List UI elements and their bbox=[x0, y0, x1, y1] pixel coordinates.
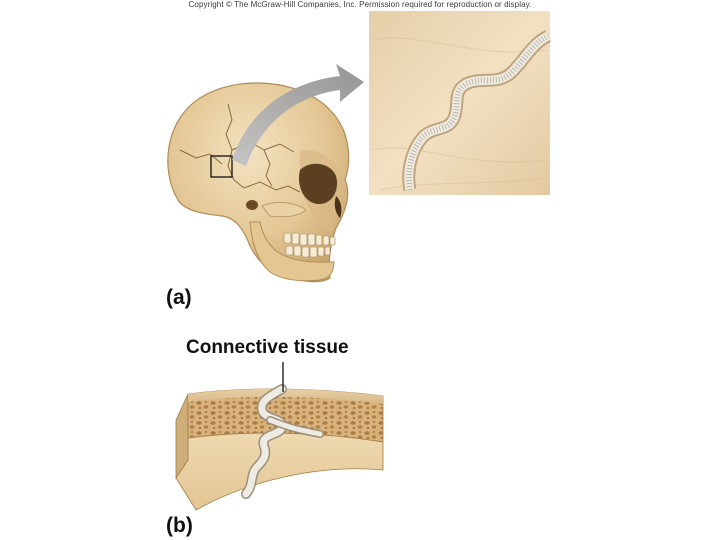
bone-block-illustration bbox=[175, 384, 384, 511]
suture-inset bbox=[369, 11, 552, 195]
magnify-arrow bbox=[232, 64, 364, 166]
connective-tissue-label: Connective tissue bbox=[186, 337, 349, 358]
skull-illustration bbox=[167, 82, 350, 283]
panel-a-label: (a) bbox=[166, 286, 192, 309]
copyright-notice: Copyright © The McGraw-Hill Companies, I… bbox=[188, 0, 532, 9]
panel-b-label: (b) bbox=[166, 514, 193, 537]
magnification-box bbox=[210, 155, 233, 178]
